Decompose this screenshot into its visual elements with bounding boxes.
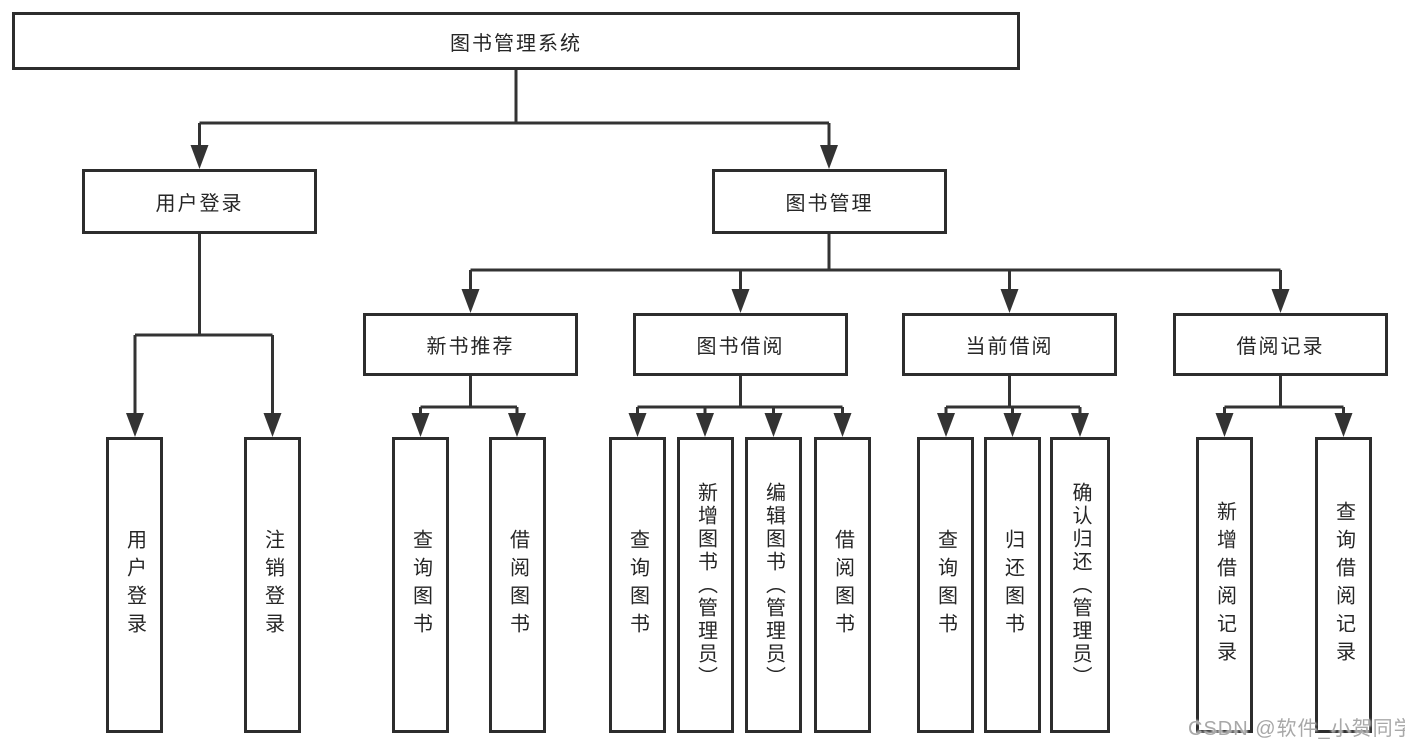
leaf-query-books-borrow: 查询图书 <box>609 437 666 733</box>
leaf-query-borrow-record: 查询借阅记录 <box>1315 437 1372 733</box>
node-user-login: 用户登录 <box>82 169 317 234</box>
node-new-book-recommend: 新书推荐 <box>363 313 578 376</box>
leaf-borrow-books-borrow: 借阅图书 <box>814 437 871 733</box>
leaf-edit-book-admin: 编辑图书（管理员） <box>745 437 802 733</box>
node-borrow-records: 借阅记录 <box>1173 313 1388 376</box>
leaf-confirm-return-admin: 确认归还（管理员） <box>1050 437 1110 733</box>
leaf-add-book-admin: 新增图书（管理员） <box>677 437 734 733</box>
node-library-management-system: 图书管理系统 <box>12 12 1020 70</box>
leaf-borrow-books-recommend: 借阅图书 <box>489 437 546 733</box>
leaf-logout: 注销登录 <box>244 437 301 733</box>
node-book-borrow: 图书借阅 <box>633 313 848 376</box>
node-book-management: 图书管理 <box>712 169 947 234</box>
watermark: CSDN @软件_小贺同学 <box>1188 718 1405 740</box>
leaf-query-books-recommend: 查询图书 <box>392 437 449 733</box>
leaf-user-login: 用户登录 <box>106 437 163 733</box>
leaf-add-borrow-record: 新增借阅记录 <box>1196 437 1253 733</box>
leaf-query-books-current: 查询图书 <box>917 437 974 733</box>
leaf-return-book: 归还图书 <box>984 437 1041 733</box>
node-current-borrow: 当前借阅 <box>902 313 1117 376</box>
